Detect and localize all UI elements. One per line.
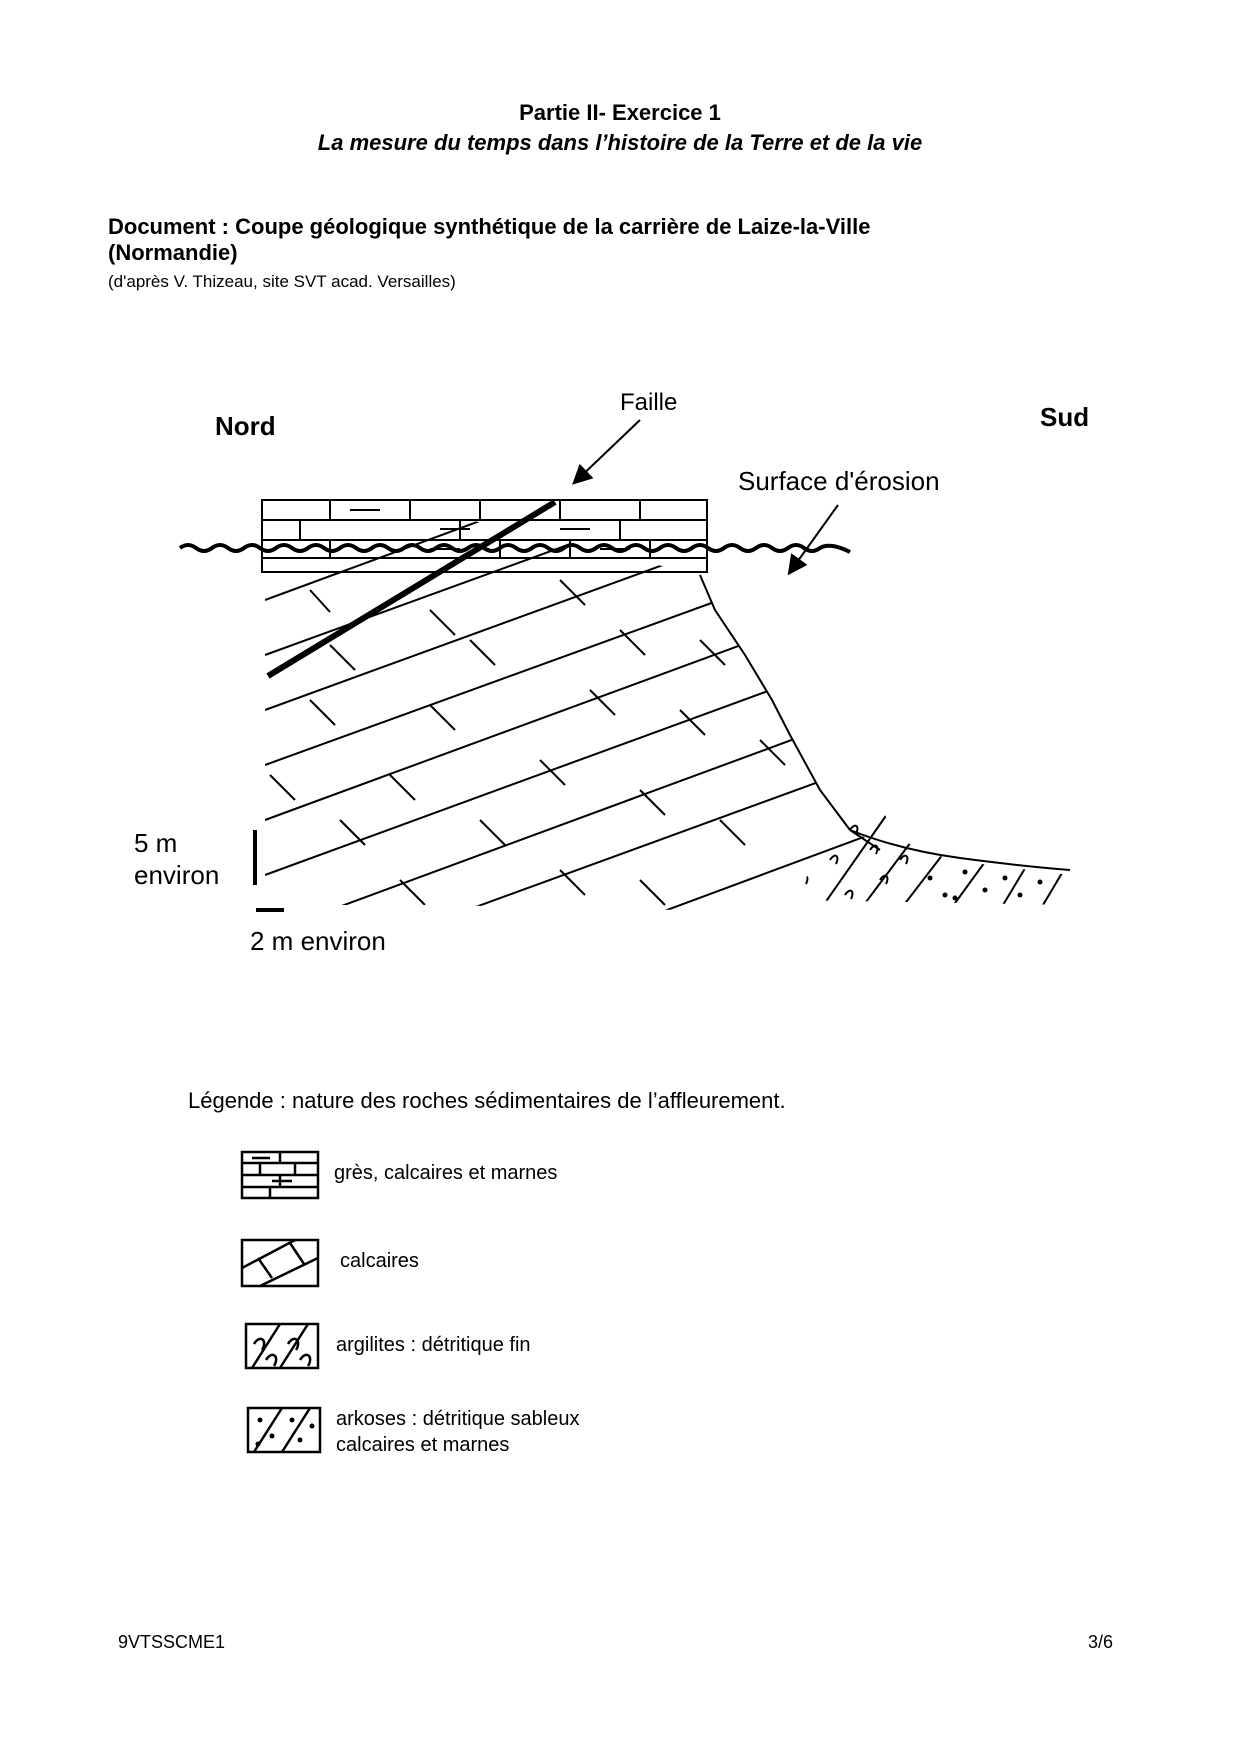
north-label: Nord: [215, 411, 276, 441]
erosion-arrow: [790, 505, 838, 572]
top-layer-sandstone: [262, 500, 707, 572]
legend-swatch-clay: [244, 1322, 320, 1370]
legend-label-limestone: calcaires: [340, 1248, 419, 1274]
scale-vertical-value: 5 m: [134, 828, 177, 858]
page-subtitle: La mesure du temps dans l’histoire de la…: [0, 130, 1240, 156]
legend-label-sand-line2: calcaires et marnes: [336, 1432, 579, 1458]
erosion-label: Surface d'érosion: [738, 466, 940, 496]
legend-label-clay: argilites : détritique fin: [336, 1332, 531, 1358]
legend-label-sandstone: grès, calcaires et marnes: [334, 1160, 557, 1186]
clay-and-sand-beds: [780, 800, 1070, 910]
legend-label-sand: arkoses : détritique sableux calcaires e…: [336, 1406, 579, 1458]
document-title: Document : Coupe géologique synthétique …: [108, 214, 1108, 266]
fault-arrow: [575, 420, 640, 482]
document-title-line1: Document : Coupe géologique synthétique …: [108, 214, 1108, 240]
legend-label-sand-line1: arkoses : détritique sableux: [336, 1406, 579, 1432]
fault-label: Faille: [620, 389, 677, 416]
legend-swatch-sand: [246, 1406, 322, 1454]
legend-swatch-sandstone: [240, 1150, 320, 1200]
scale-horizontal-label: 2 m environ: [250, 926, 386, 956]
page-title: Partie II- Exercice 1: [0, 100, 1240, 126]
document-title-line2: (Normandie): [108, 240, 1108, 266]
page-number: 3/6: [1088, 1632, 1113, 1653]
south-label: Sud: [1040, 402, 1089, 432]
footer-code: 9VTSSCME1: [118, 1632, 225, 1653]
limestone-beds: [265, 440, 950, 925]
fault-line: [268, 502, 555, 676]
scale-vertical-unit: environ: [134, 860, 219, 890]
legend-swatch-limestone: [240, 1238, 320, 1288]
legend-intro: Légende : nature des roches sédimentaire…: [188, 1088, 786, 1114]
erosion-surface-line: [180, 545, 850, 552]
geological-cross-section: Nord Sud Faille Surface d'érosion: [0, 360, 1240, 980]
document-source: (d'après V. Thizeau, site SVT acad. Vers…: [108, 272, 456, 292]
